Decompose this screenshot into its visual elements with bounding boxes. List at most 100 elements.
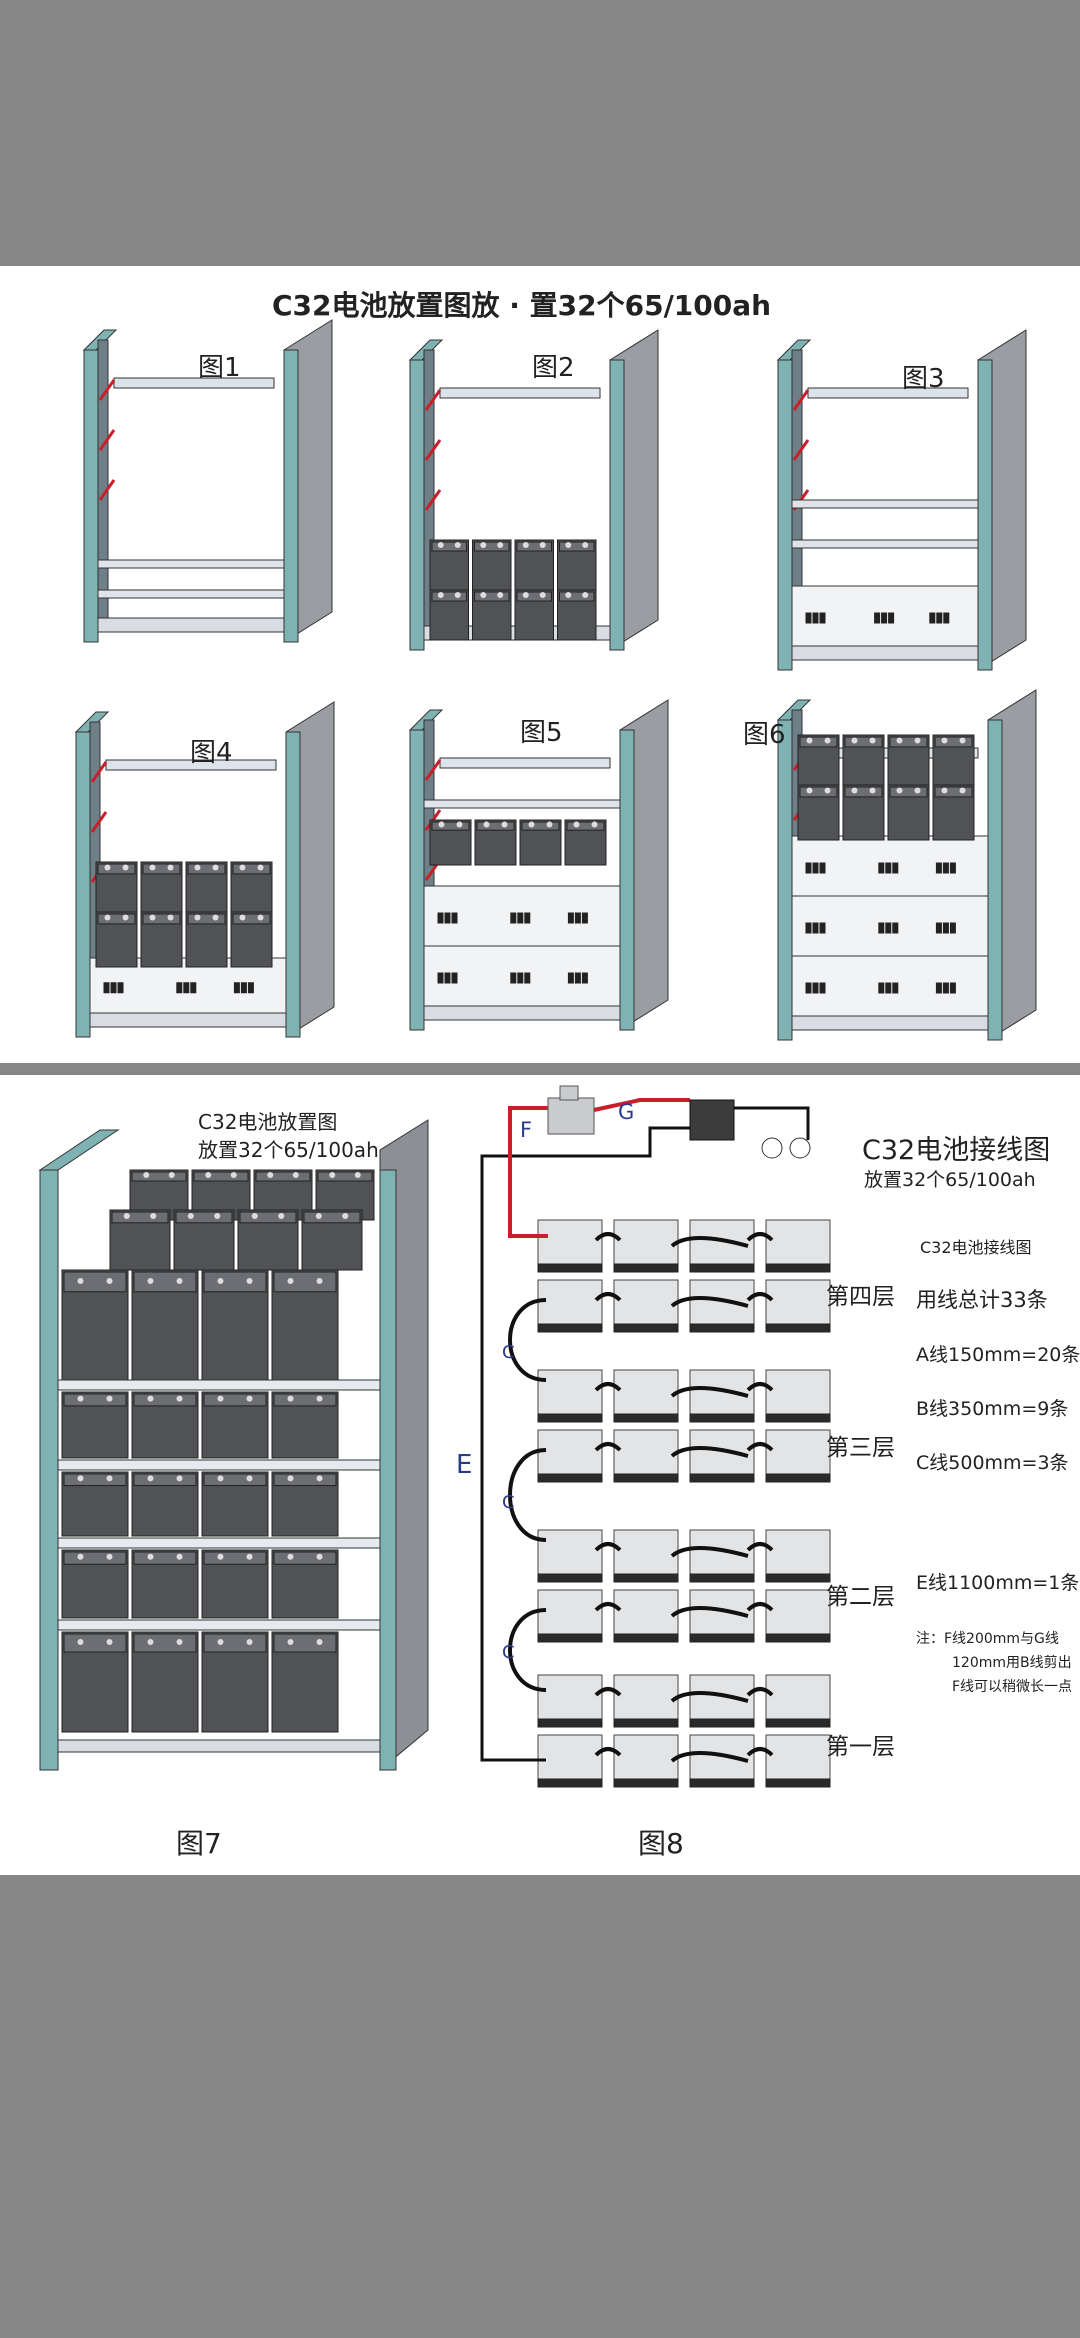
terminal xyxy=(77,1639,84,1645)
vent xyxy=(510,912,517,924)
terminal xyxy=(150,1213,157,1219)
cab4-strap xyxy=(90,761,108,783)
wiring-battery-base xyxy=(765,1718,831,1728)
wiring-battery xyxy=(613,1429,679,1483)
terminal xyxy=(806,737,813,744)
cab2-battery-top xyxy=(431,591,467,602)
vent xyxy=(524,972,531,984)
cab3-shelf xyxy=(791,539,979,549)
terminal xyxy=(212,914,219,921)
vent xyxy=(881,612,888,624)
terminal xyxy=(438,821,445,828)
vent xyxy=(444,912,451,924)
vent xyxy=(942,982,949,994)
wiring-battery-base xyxy=(689,1323,755,1333)
terminal xyxy=(106,1639,113,1645)
cab7-shelf xyxy=(57,1619,381,1631)
vent xyxy=(574,972,581,984)
cab7-battery-top xyxy=(63,1393,127,1407)
terminal xyxy=(106,1395,113,1402)
vent xyxy=(451,972,458,984)
wiring-battery-base xyxy=(537,1263,603,1273)
terminal-ring-icon xyxy=(761,1137,783,1159)
vent xyxy=(581,972,588,984)
terminal xyxy=(869,737,876,744)
wire-b xyxy=(670,1751,749,1763)
cab4-battery-top xyxy=(232,863,271,875)
cab6-base xyxy=(791,1015,989,1031)
cab1-right-post xyxy=(283,349,299,643)
terminal xyxy=(539,542,546,548)
terminal xyxy=(528,821,535,828)
wiring-battery xyxy=(537,1279,603,1333)
wiring-battery-base xyxy=(765,1413,831,1423)
note-line2: 120mm用B线剪出 xyxy=(952,1655,1072,1671)
wire-b xyxy=(670,1236,749,1248)
wiring-battery-base xyxy=(765,1323,831,1333)
vent xyxy=(878,982,885,994)
cab7-battery-top-top xyxy=(111,1211,169,1224)
fig7-label: 图7 xyxy=(176,1827,222,1860)
wiring-battery xyxy=(613,1279,679,1333)
wiring-battery-base xyxy=(613,1473,679,1483)
terminal xyxy=(824,737,831,744)
vent xyxy=(819,982,826,994)
terminal xyxy=(77,1278,84,1284)
vent xyxy=(949,862,956,874)
cab6-battery-top xyxy=(889,736,928,748)
wiring-battery-base xyxy=(765,1573,831,1583)
wiring-battery-base xyxy=(765,1778,831,1788)
terminal xyxy=(230,1172,237,1178)
wiring-battery-base xyxy=(689,1573,755,1583)
cab2-battery-top xyxy=(559,591,595,602)
wiring-battery xyxy=(765,1279,831,1333)
wiring-battery-base xyxy=(689,1778,755,1788)
wiring-battery xyxy=(765,1589,831,1643)
cab2-battery-top xyxy=(474,541,510,552)
legend-line-e: E线1100mm=1条 xyxy=(916,1572,1080,1594)
wiring-battery-base xyxy=(613,1413,679,1423)
cab7-battery-top-top xyxy=(193,1171,249,1182)
wiring-battery-base xyxy=(537,1778,603,1788)
cab2-strap xyxy=(424,489,442,511)
terminal xyxy=(456,821,463,828)
terminal xyxy=(239,864,246,871)
terminal xyxy=(217,1278,224,1284)
vent xyxy=(517,912,524,924)
terminal xyxy=(959,787,966,794)
vent xyxy=(183,982,190,994)
wiring-battery xyxy=(537,1589,603,1643)
cab5-base xyxy=(423,1005,621,1021)
fig1-label: 图1 xyxy=(198,353,241,383)
layer-1-label: 第一层 xyxy=(826,1734,895,1760)
vent xyxy=(176,982,183,994)
terminal xyxy=(497,542,504,548)
wire-b xyxy=(670,1691,749,1703)
terminal xyxy=(122,864,129,871)
cab7-battery-top xyxy=(273,1633,337,1653)
terminal xyxy=(122,914,129,921)
cab4-battery-top xyxy=(97,863,136,875)
cab2-battery-top xyxy=(516,591,552,602)
terminal xyxy=(246,1553,253,1560)
wiring-battery-base xyxy=(765,1473,831,1483)
terminal xyxy=(329,1172,336,1178)
vent xyxy=(444,972,451,984)
cab5-battery-top xyxy=(476,821,515,831)
vent xyxy=(892,862,899,874)
terminal xyxy=(106,1278,113,1284)
vent xyxy=(437,912,444,924)
terminal xyxy=(149,914,156,921)
cab1-left-post xyxy=(83,349,99,643)
cab7-battery-top-top xyxy=(303,1211,361,1224)
terminal xyxy=(316,1639,323,1645)
layer-3-label: 第三层 xyxy=(826,1435,895,1461)
cab1-strap xyxy=(98,379,116,401)
cab6-battery-top xyxy=(799,736,838,748)
terminal xyxy=(246,1475,253,1482)
cab7-battery-top xyxy=(133,1551,197,1565)
cab7-battery-top xyxy=(63,1551,127,1565)
terminal xyxy=(167,914,174,921)
cab6-battery-top xyxy=(799,786,838,798)
wiring-battery xyxy=(613,1369,679,1423)
